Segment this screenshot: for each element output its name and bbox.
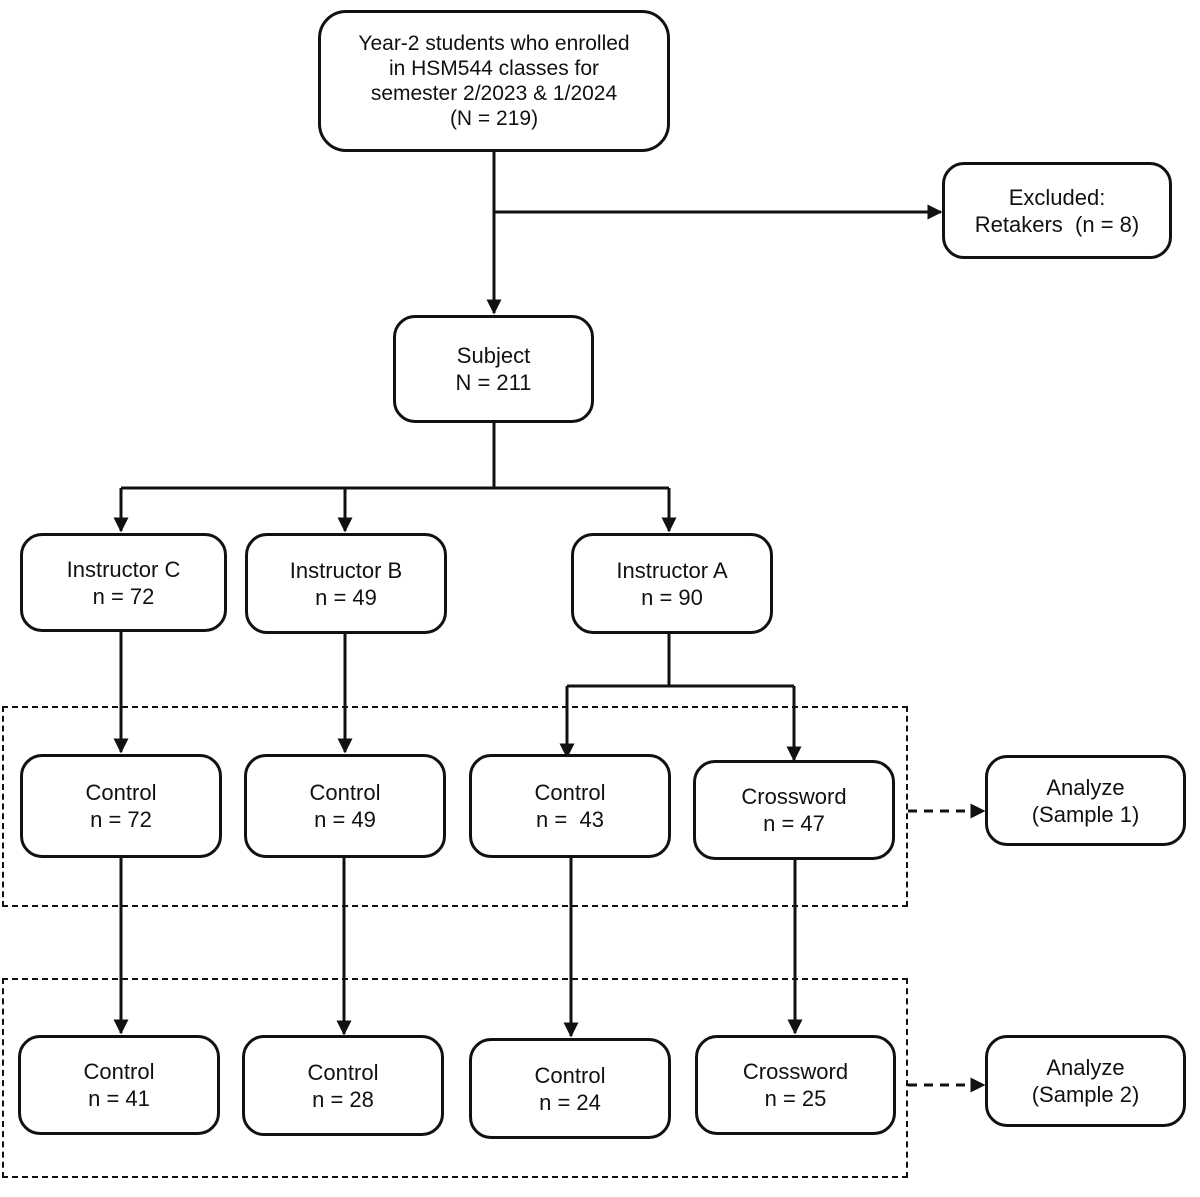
sample2-crossword-a-line-1: Crossword: [742, 1059, 849, 1084]
sample-2-region: [2, 978, 908, 1178]
enrolled-line-4: (N = 219): [449, 107, 539, 130]
sample1-control-b-box: Control n = 49: [244, 754, 446, 858]
excluded-line-2: Retakers (n = 8): [974, 211, 1140, 237]
sample2-control-c-line-1: Control: [83, 1059, 155, 1084]
subject-line-1: Subject: [456, 343, 531, 368]
sample1-control-b-line-2: n = 49: [314, 807, 376, 832]
instructor-a-box: Instructor A n = 90: [571, 533, 773, 634]
analyze-2-line-2: (Sample 2): [1031, 1082, 1140, 1107]
analyze-1-line-2: (Sample 1): [1031, 801, 1140, 827]
instructor-c-box: Instructor C n = 72: [20, 533, 227, 632]
sample1-control-a-box: Control n = 43: [469, 754, 671, 858]
sample2-crossword-a-box: Crossword n = 25: [695, 1035, 896, 1135]
sample2-control-a-line-1: Control: [534, 1062, 606, 1088]
instructor-b-box: Instructor B n = 49: [245, 533, 447, 634]
analyze-2-line-1: Analyze: [1046, 1055, 1125, 1080]
sample1-crossword-a-box: Crossword n = 47: [693, 760, 895, 860]
instructor-a-line-2: n = 90: [641, 584, 703, 610]
sample2-control-a-box: Control n = 24: [469, 1038, 671, 1139]
analyze-1-line-1: Analyze: [1046, 774, 1125, 800]
instructor-c-line-1: Instructor C: [66, 556, 181, 582]
sample-1-region: [2, 706, 908, 907]
instructor-b-line-2: n = 49: [315, 584, 377, 610]
instructor-b-line-1: Instructor B: [289, 557, 403, 583]
sample2-control-b-box: Control n = 28: [242, 1035, 444, 1136]
instructor-c-line-2: n = 72: [92, 583, 155, 609]
sample1-control-c-line-2: n = 72: [90, 807, 152, 832]
sample1-control-c-box: Control n = 72: [20, 754, 222, 858]
enrolled-line-2: in HSM544 classes for: [388, 57, 600, 80]
enrolled-line-3: semester 2/2023 & 1/2024: [370, 82, 618, 105]
sample2-control-a-line-2: n = 24: [539, 1089, 601, 1115]
sample1-control-a-line-2: n = 43: [536, 807, 604, 832]
sample2-control-b-line-1: Control: [307, 1059, 379, 1085]
sample1-control-c-line-1: Control: [85, 780, 157, 805]
instructor-a-line-1: Instructor A: [616, 557, 728, 583]
subject-box: Subject N = 211: [393, 315, 594, 423]
sample2-control-c-box: Control n = 41: [18, 1035, 220, 1135]
sample2-control-b-line-2: n = 28: [312, 1086, 374, 1112]
sample1-control-b-line-1: Control: [309, 780, 381, 805]
analyze-sample-1-box: Analyze (Sample 1): [985, 755, 1186, 846]
analyze-sample-2-box: Analyze (Sample 2): [985, 1035, 1186, 1127]
sample1-crossword-a-line-1: Crossword: [741, 784, 847, 809]
sample1-control-a-line-1: Control: [534, 780, 606, 805]
sample1-crossword-a-line-2: n = 47: [763, 811, 825, 836]
enrolled-students-box: Year-2 students who enrolled in HSM544 c…: [318, 10, 670, 152]
sample2-crossword-a-line-2: n = 25: [764, 1086, 827, 1111]
excluded-line-1: Excluded:: [1008, 184, 1106, 210]
subject-line-2: N = 211: [455, 370, 532, 395]
excluded-box: Excluded: Retakers (n = 8): [942, 162, 1172, 259]
enrolled-line-1: Year-2 students who enrolled: [358, 32, 630, 55]
sample2-control-c-line-2: n = 41: [88, 1086, 150, 1111]
